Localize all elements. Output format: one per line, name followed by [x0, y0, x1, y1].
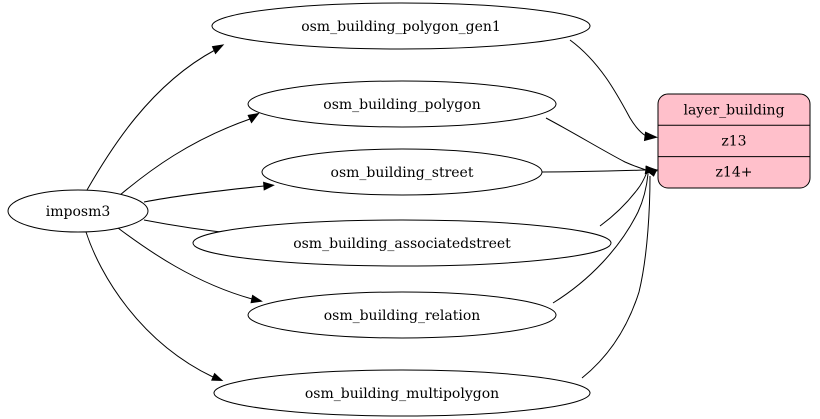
- edge-imposm3-to-osm_building_multipolygon: [85, 231, 224, 382]
- node-shape[interactable]: [247, 291, 557, 339]
- edge-osm_building_polygon_gen1-to-layer_building_z13: [569, 39, 658, 142]
- node-label: osm_building_polygon_gen1: [301, 19, 501, 35]
- node-osm_building_associatedstreet[interactable]: osm_building_associatedstreet: [192, 219, 612, 267]
- edge-path: [599, 171, 648, 227]
- edge-path: [552, 173, 649, 304]
- node-label: osm_building_polygon: [323, 97, 480, 113]
- arrow-head: [211, 372, 224, 382]
- node-shape[interactable]: [261, 148, 543, 196]
- node-shape[interactable]: [7, 189, 149, 233]
- node-label: osm_building_multipolygon: [305, 386, 499, 402]
- node-imposm3[interactable]: imposm3: [7, 189, 149, 233]
- node-shape[interactable]: [211, 2, 591, 50]
- record-row-layer-building-title: layer_building: [683, 103, 784, 119]
- edge-path: [569, 39, 647, 137]
- edge-path: [545, 117, 647, 171]
- arrow-head: [645, 169, 658, 177]
- node-shape[interactable]: [247, 80, 557, 128]
- edge-path: [541, 169, 647, 173]
- node-label: imposm3: [46, 204, 111, 220]
- node-osm_building_multipolygon[interactable]: osm_building_multipolygon: [213, 369, 591, 417]
- edge-path: [119, 118, 251, 196]
- record-row-z14plus: z14+: [716, 165, 753, 181]
- edge-path: [143, 185, 265, 203]
- edge-path: [117, 227, 253, 300]
- edge-osm_building_multipolygon-to-layer_building_z14plus: [581, 169, 658, 379]
- edge-path: [85, 231, 214, 378]
- node-label: osm_building_street: [331, 165, 474, 181]
- node-layer_building[interactable]: layer_building z13 z14+: [657, 93, 811, 189]
- edge-osm_building_polygon-to-layer_building_z14plus: [545, 117, 659, 175]
- edge-imposm3-to-osm_building_relation: [117, 227, 263, 304]
- node-osm_building_polygon_gen1[interactable]: osm_building_polygon_gen1: [211, 2, 591, 50]
- node-osm_building_street[interactable]: osm_building_street: [261, 148, 543, 196]
- arrow-head: [247, 112, 260, 124]
- node-shape[interactable]: [192, 219, 612, 267]
- node-shape[interactable]: [213, 369, 591, 417]
- edge-group-tables-to-layer: [541, 39, 659, 379]
- record-row-z13: z13: [721, 134, 746, 150]
- edge-imposm3-to-osm_building_polygon: [119, 112, 260, 196]
- edge-path: [86, 49, 216, 191]
- arrow-head: [263, 181, 275, 191]
- arrow-head: [250, 294, 263, 304]
- edge-imposm3-to-osm_building_polygon_gen1: [86, 44, 225, 191]
- record-box[interactable]: [657, 93, 811, 189]
- node-label: osm_building_associatedstreet: [293, 236, 511, 252]
- node-osm_building_polygon[interactable]: osm_building_polygon: [247, 80, 557, 128]
- arrow-head: [643, 131, 658, 142]
- edge-path: [581, 175, 651, 379]
- node-osm_building_relation[interactable]: osm_building_relation: [247, 291, 557, 339]
- arrow-head: [211, 44, 225, 55]
- edge-imposm3-to-osm_building_street: [143, 181, 275, 203]
- node-label: osm_building_relation: [324, 308, 481, 324]
